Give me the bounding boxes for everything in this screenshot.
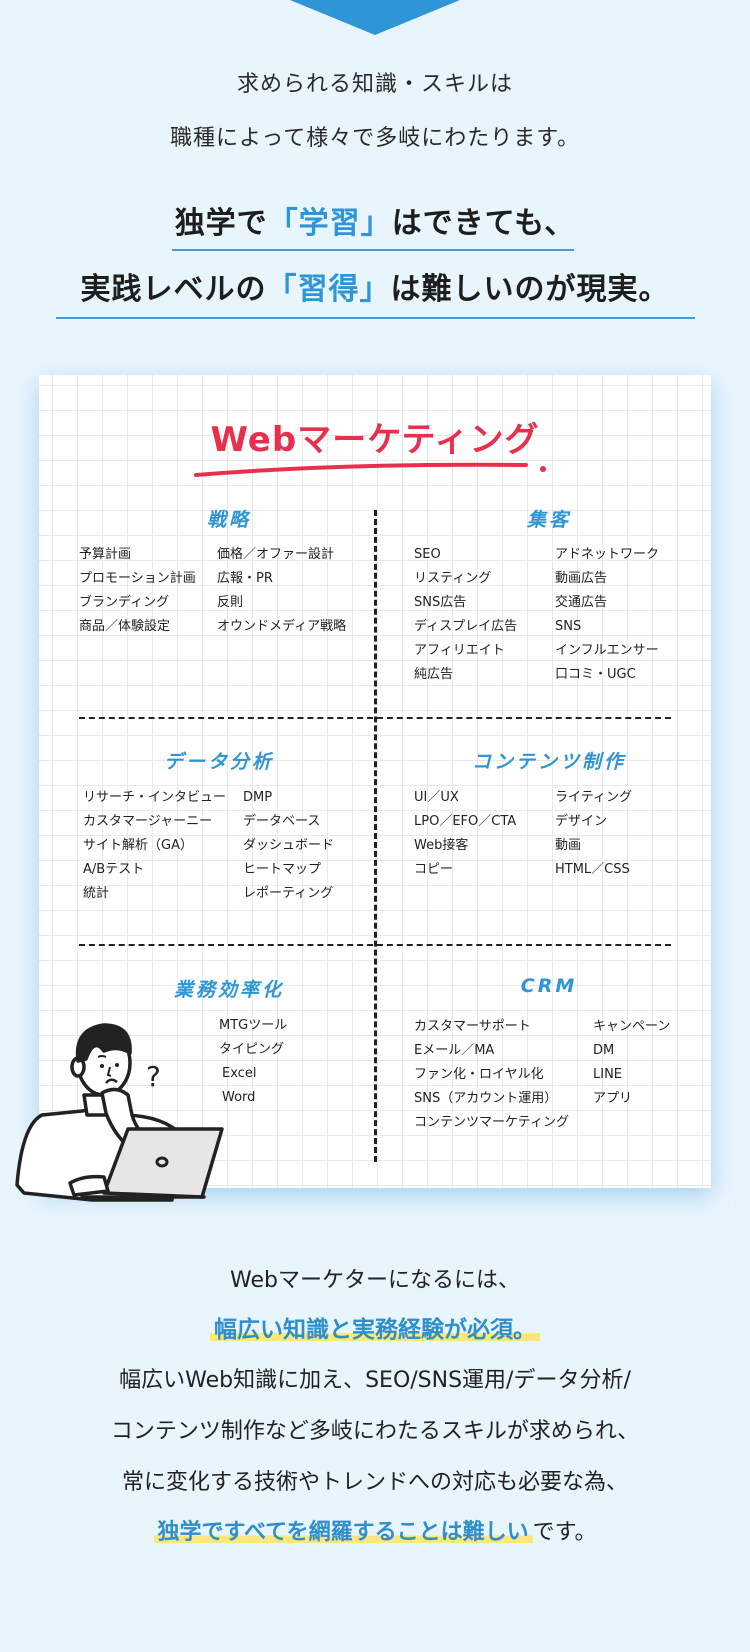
section-title-data-analysis: データ分析 (163, 751, 274, 773)
crm-col-2: キャンペーン DM LINE アプリ (593, 1015, 670, 1111)
list-item: コンテンツマーケティング (414, 1115, 569, 1130)
list-item: リスティング (414, 571, 492, 586)
section-title-acquisition: 集客 (526, 509, 571, 531)
list-item: リサーチ・インタビュー (83, 790, 227, 805)
list-item: ダッシュボード (243, 838, 335, 853)
footer-line-2: 幅広い知識と実務経験が必須。 (0, 1310, 750, 1344)
headline-underline-1 (172, 249, 574, 251)
list-item: アプリ (593, 1091, 633, 1106)
list-item: 口コミ・UGC (555, 667, 636, 682)
question-mark: ? (146, 1060, 161, 1093)
list-item: HTML／CSS (555, 862, 630, 877)
list-item: ファン化・ロイヤル化 (414, 1067, 544, 1082)
list-item: アドネットワーク (555, 547, 660, 562)
headline-1-post: はできても、 (391, 206, 576, 241)
footer-emphasis-2: 独学ですべてを網羅することは難しい (153, 1520, 533, 1545)
content-col-1: UI／UX LPO／EFO／CTA Web接客 コピー (414, 786, 516, 882)
list-item: タイピング (219, 1042, 285, 1057)
list-item: デザイン (555, 814, 608, 829)
strategy-col-2: 価格／オファー設計 広報・PR 反則 オウンドメディア戦略 (217, 543, 346, 639)
section-title-content: コンテンツ制作 (471, 751, 626, 773)
list-item: Web接客 (414, 838, 469, 853)
list-item: LPO／EFO／CTA (414, 814, 517, 829)
efficiency-col-1: MTGツール タイピング Excel Word (219, 1014, 287, 1110)
list-item: データベース (243, 814, 321, 829)
list-item: ライティング (555, 790, 632, 805)
list-item: LINE (593, 1067, 623, 1082)
list-item: 動画 (555, 838, 582, 853)
list-item: サイト解析（GA） (83, 838, 193, 853)
list-item: SNS広告 (414, 595, 467, 610)
list-item: キャンペーン (593, 1019, 671, 1034)
list-item: SEO (414, 547, 441, 562)
section-title-efficiency: 業務効率化 (173, 979, 284, 1001)
headline-2-emphasis: 「習得」 (266, 272, 391, 307)
list-item: ブランディング (79, 595, 170, 610)
list-item: カスタマージャーニー (83, 814, 213, 829)
footer-line-1: Webマーケターになるには、 (230, 1268, 520, 1293)
headline-1-emphasis: 「学習」 (267, 206, 392, 241)
list-item: プロモーション計画 (79, 571, 196, 586)
title-brush-underline-icon (194, 462, 546, 477)
thinking-man-illustration-icon (15, 1023, 224, 1202)
list-item: A/Bテスト (83, 862, 145, 877)
section-title-crm: CRM (520, 975, 578, 997)
headline-2-pre: 実践レベルの (80, 272, 267, 307)
list-item: コピー (414, 862, 454, 877)
list-item: MTGツール (219, 1018, 288, 1033)
footer-line-6: 独学ですべてを網羅することは難しいです。 (0, 1514, 750, 1546)
vertical-divider (374, 510, 377, 1162)
list-item: オウンドメディア戦略 (217, 619, 347, 634)
list-item: インフルエンサー (555, 643, 659, 658)
list-item: DM (593, 1043, 615, 1058)
content-col-2: ライティング デザイン 動画 HTML／CSS (555, 786, 632, 882)
list-item: Word (222, 1090, 256, 1105)
list-item: ディスプレイ広告 (414, 619, 518, 634)
list-item: 統計 (83, 886, 110, 901)
list-item: SNS (555, 619, 582, 634)
section-title-strategy: 戦略 (206, 509, 251, 531)
list-item: 純広告 (414, 667, 454, 682)
list-item: ヒートマップ (243, 862, 322, 877)
horizontal-divider-1 (79, 717, 671, 719)
strategy-col-1: 予算計画 プロモーション計画 ブランディング 商品／体験設定 (79, 543, 196, 639)
headline-1-pre: 独学で (174, 206, 268, 241)
footer-emphasis-1: 幅広い知識と実務経験が必須。 (210, 1317, 540, 1343)
headline-underline-2 (56, 317, 695, 319)
footer-line-5: 常に変化する技術やトレンドへの対応も必要な為、 (121, 1470, 628, 1495)
crm-col-1: カスタマーサポート Eメール／MA ファン化・ロイヤル化 SNS（アカウント運用… (414, 1015, 569, 1135)
data-analysis-col-2: DMP データベース ダッシュボード ヒートマップ レポーティング (243, 786, 334, 906)
headline-line-2: 実践レベルの「習得」は難しいのが現実。 (0, 264, 750, 308)
list-item: 予算計画 (79, 547, 132, 562)
acquisition-col-2: アドネットワーク 動画広告 交通広告 SNS インフルエンサー 口コミ・UGC (555, 543, 659, 687)
headline-line-1: 独学で「学習」はできても、 (0, 198, 750, 242)
footer-line-6-post: です。 (532, 1520, 597, 1545)
list-item: 商品／体験設定 (79, 619, 171, 634)
list-item: 広報・PR (217, 571, 273, 586)
footer-line-4: コンテンツ制作など多岐にわたるスキルが求められ、 (110, 1419, 640, 1444)
headline-2-post: は難しいのが現実。 (390, 272, 670, 307)
intro-line-2: 職種によって様々で多岐にわたります。 (169, 126, 581, 151)
list-item: DMP (243, 790, 273, 805)
list-item: レポーティング (243, 886, 334, 901)
list-item: カスタマーサポート (414, 1019, 531, 1034)
footer-line-3: 幅広いWeb知識に加え、SEO/SNS運用/データ分析/ (119, 1368, 631, 1393)
acquisition-col-1: SEO リスティング SNS広告 ディスプレイ広告 アフィリエイト 純広告 (414, 543, 517, 687)
list-item: SNS（アカウント運用） (414, 1091, 558, 1106)
list-item: UI／UX (414, 790, 459, 805)
intro-line-1: 求められる知識・スキルは (236, 72, 513, 97)
down-arrow-icon (290, 0, 460, 35)
skills-card: Webマーケティング 戦略 予算計画 プロモーション計画 ブランディング 商品／… (39, 375, 711, 1188)
list-item: 交通広告 (555, 595, 608, 610)
data-analysis-col-1: リサーチ・インタビュー カスタマージャーニー サイト解析（GA） A/Bテスト … (83, 786, 226, 906)
horizontal-divider-2 (79, 944, 671, 946)
list-item: Excel (222, 1066, 257, 1081)
list-item: Eメール／MA (414, 1043, 495, 1058)
list-item: 反則 (217, 595, 244, 610)
list-item: アフィリエイト (414, 643, 505, 658)
card-title: Webマーケティング (210, 420, 540, 460)
list-item: 価格／オファー設計 (217, 547, 335, 562)
list-item: 動画広告 (555, 571, 608, 586)
